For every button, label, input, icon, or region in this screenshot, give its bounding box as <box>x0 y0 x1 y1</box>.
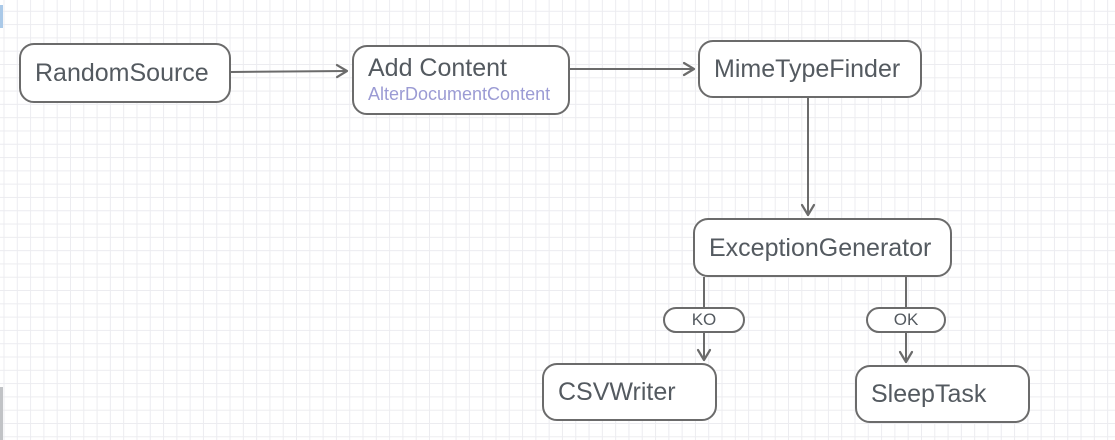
node-label: Add Content <box>368 54 507 82</box>
node-subtitle: AlterDocumentContent <box>368 84 551 104</box>
window-edge-artifact-top <box>0 5 3 28</box>
node-label: ExceptionGenerator <box>709 233 932 262</box>
node-addcontent[interactable]: Add Content AlterDocumentContent <box>352 45 570 115</box>
edge-label-text: OK <box>893 310 919 329</box>
node-mimetypefinder[interactable]: MimeTypeFinder <box>698 40 922 98</box>
node-label: MimeTypeFinder <box>714 55 901 83</box>
node-exceptiongenerator[interactable]: ExceptionGenerator <box>693 218 952 277</box>
node-label: RandomSource <box>35 59 209 87</box>
window-edge-artifact-bottom <box>0 387 3 440</box>
node-randomsource[interactable]: RandomSource <box>19 43 231 103</box>
edge-randomsource-to-addcontent[interactable] <box>230 63 349 79</box>
node-label: CSVWriter <box>558 378 676 406</box>
edge-label-ko[interactable]: KO <box>663 307 745 333</box>
edge-label-ok[interactable]: OK <box>866 307 946 333</box>
edge-label-text: KO <box>691 310 717 329</box>
node-csvwriter[interactable]: CSVWriter <box>542 363 717 421</box>
node-sleeptask[interactable]: SleepTask <box>855 365 1030 423</box>
node-label: SleepTask <box>871 380 987 408</box>
